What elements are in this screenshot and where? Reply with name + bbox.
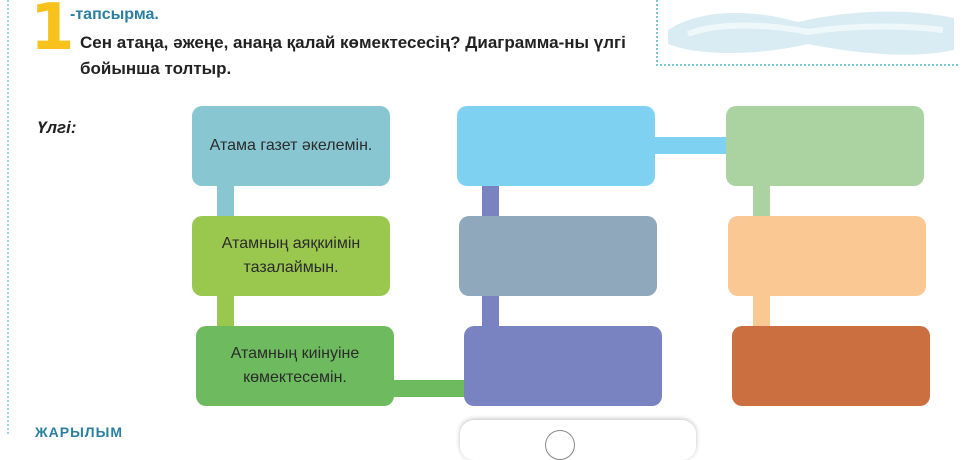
connector-middle-to-right — [653, 137, 729, 154]
connector-right-2-3 — [753, 295, 770, 327]
task-number: 1 — [30, 0, 75, 65]
bottom-card — [460, 420, 696, 460]
task-instruction: Сен атаңа, әжеңе, анаңа қалай көмектесес… — [80, 33, 626, 78]
page-margin-dotted-line — [7, 0, 9, 434]
sample-box-2: Атамның аяқкиімін тазалаймын. — [192, 216, 390, 296]
connector-sample-1-2 — [217, 186, 234, 216]
circle-icon — [545, 430, 575, 460]
decorative-cloud-box — [656, 0, 958, 66]
right-box-2[interactable] — [728, 216, 926, 296]
right-box-3[interactable] — [732, 326, 930, 406]
middle-box-3[interactable] — [464, 326, 662, 406]
task-label: -тапсырма. — [70, 6, 159, 23]
right-box-1[interactable] — [726, 106, 924, 186]
cloud-illustration — [668, 11, 954, 55]
connector-middle-2-3 — [482, 295, 499, 327]
sample-label: Үлгі: — [37, 118, 77, 137]
sample-box-1-text: Атама газет әкелемін. — [209, 137, 373, 154]
connector-sample-to-middle — [392, 380, 467, 397]
sample-box-3-text: Атамның киінуіне көмектесемін. — [230, 345, 360, 386]
sample-box-1: Атама газет әкелемін. — [192, 106, 390, 186]
sample-box-3: Атамның киінуіне көмектесемін. — [196, 326, 394, 406]
middle-box-1[interactable] — [457, 106, 655, 186]
connector-middle-1-2 — [482, 186, 499, 216]
sample-box-2-text: Атамның аяқкиімін тазалаймын. — [221, 235, 361, 276]
section-label-bottom: ЖАРЫЛЫМ — [35, 424, 123, 440]
connector-right-1-2 — [753, 186, 770, 216]
connector-sample-2-3 — [217, 295, 234, 327]
middle-box-2[interactable] — [459, 216, 657, 296]
